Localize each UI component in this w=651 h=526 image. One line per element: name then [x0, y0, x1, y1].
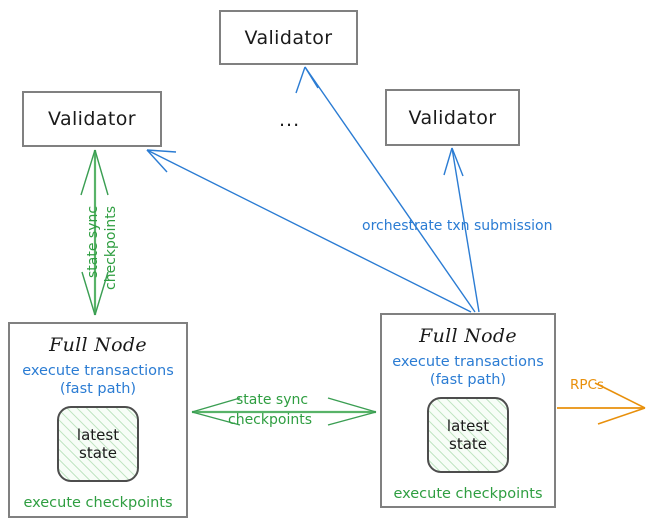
- validator-left-label: Validator: [48, 108, 136, 130]
- fullnode-left-blue-line1: execute transactions: [22, 363, 174, 379]
- fullnode-left-latest-state-box[interactable]: latest state: [57, 406, 139, 483]
- fullnode-right-blue-text: execute transactions (fast path): [392, 353, 544, 389]
- validator-right-label: Validator: [408, 106, 497, 129]
- edge-label-state-sync-horizontal-line1: state sync: [236, 392, 309, 408]
- fullnode-right-blue-line2: (fast path): [429, 372, 507, 389]
- fullnode-right-box[interactable]: Full Node execute transactions (fast pat…: [380, 313, 556, 508]
- fullnode-left-state-line1: latest: [76, 426, 120, 445]
- fullnode-left-blue-text: execute transactions (fast path): [22, 362, 174, 398]
- edge-label-state-sync-horizontal-line2: checkpoints: [228, 412, 312, 428]
- edge-label-state-sync-vertical-line2: checkpoints: [103, 206, 119, 290]
- fullnode-left-state-line2: state: [79, 444, 117, 463]
- fullnode-right-latest-state-box[interactable]: latest state: [427, 397, 509, 474]
- fullnode-left-green-footer: execute checkpoints: [23, 495, 173, 512]
- fullnode-left-box[interactable]: Full Node execute transactions (fast pat…: [8, 322, 188, 518]
- fullnode-right-title: Full Node: [419, 325, 517, 347]
- fullnode-right-state-line1: latest: [446, 417, 490, 436]
- validators-ellipsis: ...: [279, 109, 301, 131]
- fullnode-right-state-line2: state: [449, 435, 487, 454]
- fullnode-right-green-footer: execute checkpoints: [393, 486, 543, 503]
- validator-left-box[interactable]: Validator: [22, 91, 162, 147]
- validator-top-label: Validator: [244, 26, 333, 49]
- edge-label-state-sync-vertical-line1: state sync: [85, 205, 101, 278]
- fullnode-right-blue-line1: execute transactions: [392, 354, 544, 370]
- edge-label-rpcs: RPCs: [570, 377, 604, 393]
- edge-label-orchestrate: orchestrate txn submission: [362, 218, 553, 234]
- validator-top-box[interactable]: Validator: [219, 10, 358, 65]
- fullnode-left-blue-line2: (fast path): [59, 381, 137, 398]
- validator-right-box[interactable]: Validator: [385, 89, 520, 146]
- fullnode-left-title: Full Node: [49, 334, 147, 356]
